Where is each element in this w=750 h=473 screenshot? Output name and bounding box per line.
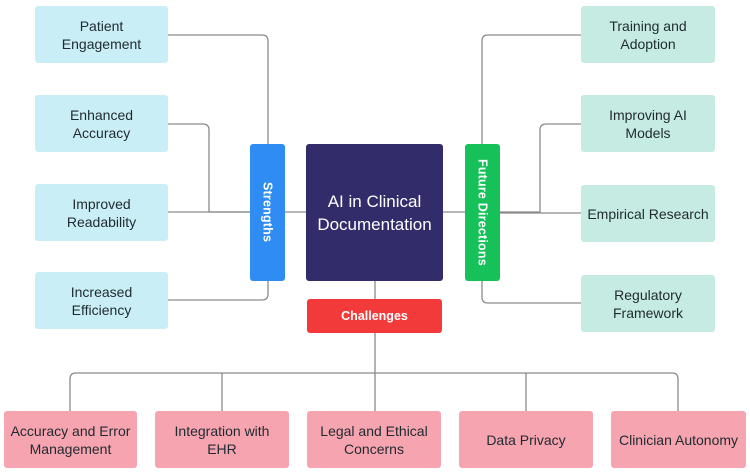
challenge-data-privacy: Data Privacy xyxy=(459,411,593,468)
challenge-legal-ethical: Legal and Ethical Concerns xyxy=(307,411,441,468)
connector-regulatory-framework xyxy=(481,281,581,304)
strength-improved-readability: Improved Readability xyxy=(35,184,168,241)
connector-patient-engagement xyxy=(168,34,269,144)
connector-enhanced-accuracy xyxy=(168,123,250,213)
central-topic-title: AI in Clinical Documentation xyxy=(317,191,432,234)
strengths-label: Strengths xyxy=(260,182,275,243)
connector-challenges-bus xyxy=(69,372,679,411)
challenge-clinician-autonomy: Clinician Autonomy xyxy=(611,411,746,468)
future-directions-label: Future Directions xyxy=(475,159,490,266)
strength-patient-engagement: Patient Engagement xyxy=(35,6,168,63)
future-regulatory-framework: Regulatory Framework xyxy=(581,275,715,332)
future-empirical-research: Empirical Research xyxy=(581,185,715,242)
strengths-tab: Strengths xyxy=(250,144,285,281)
future-directions-tab: Future Directions xyxy=(465,144,500,281)
future-training-adoption: Training and Adoption xyxy=(581,6,715,63)
connector-training-adoption xyxy=(481,34,581,144)
challenge-integration-ehr: Integration with EHR xyxy=(155,411,289,468)
strength-enhanced-accuracy: Enhanced Accuracy xyxy=(35,95,168,152)
strength-increased-efficiency: Increased Efficiency xyxy=(35,272,168,329)
challenge-accuracy-error: Accuracy and Error Management xyxy=(4,411,137,468)
central-topic: AI in Clinical Documentation xyxy=(306,144,443,281)
connector-increased-efficiency xyxy=(168,281,269,301)
challenges-label: Challenges xyxy=(341,309,408,323)
future-improving-ai-models: Improving AI Models xyxy=(581,95,715,152)
connector-improving-ai xyxy=(500,123,581,213)
challenges-tab: Challenges xyxy=(307,299,442,333)
